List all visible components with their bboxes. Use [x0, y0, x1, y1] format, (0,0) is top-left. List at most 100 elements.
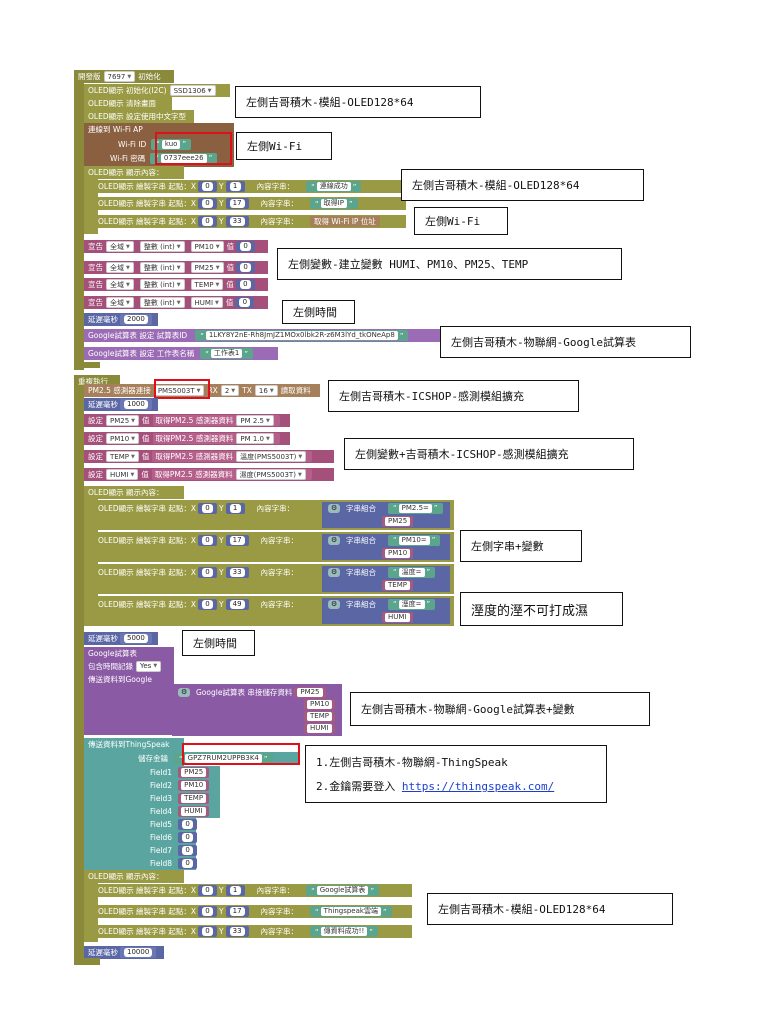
type-dropdown[interactable]: 整數 (int)▼: [139, 297, 185, 308]
set-humi[interactable]: 設定 HUMI▼ 值 取得PM2.5 感測器資料濕度(PMS5003T)▼: [84, 468, 334, 481]
gs-var-2[interactable]: PM10: [304, 699, 336, 710]
gs-join-gear-icon[interactable]: ⚙: [178, 688, 190, 697]
wifi-pw-value[interactable]: “0737eee26”: [150, 153, 218, 164]
wifi-ip-block[interactable]: 取得 Wi-Fi IP 位址: [310, 216, 380, 227]
y-value[interactable]: 17: [225, 198, 249, 209]
delay-value[interactable]: 1000: [120, 399, 152, 410]
oled-show-block-loop2[interactable]: OLED顯示 顯示內容：: [84, 870, 184, 942]
scope-dropdown[interactable]: 全域▼: [106, 279, 134, 290]
string-join-block[interactable]: ⚙字串組合 “溫度=” TEMP: [322, 566, 450, 592]
join-text[interactable]: “PM10=”: [388, 535, 441, 546]
y-value[interactable]: 17: [225, 535, 249, 546]
join-var[interactable]: HUMI: [382, 612, 413, 623]
draw-text[interactable]: “連線成功”: [306, 181, 362, 192]
pms-connect-block[interactable]: PM2.5 感測器連接 PMS5003T▼ RX 2▼ TX 16▼ 讀取資料: [84, 384, 320, 397]
rx-dropdown[interactable]: 2▼: [220, 385, 240, 396]
var-name[interactable]: HUMI▼: [190, 297, 223, 308]
oled-model-dropdown[interactable]: SSD1306▼: [169, 85, 216, 96]
y-value[interactable]: 17: [225, 906, 249, 917]
string-join-block[interactable]: ⚙字串組合 “溼度=” HUMI: [322, 598, 450, 624]
gs-var-4[interactable]: HUMI: [304, 723, 335, 734]
tx-dropdown[interactable]: 16▼: [254, 385, 278, 396]
gs-id-block[interactable]: Google試算表 設定 試算表ID “1LKY8Y2nE-Rh8JmJZ1MO…: [84, 329, 440, 342]
join-gear-icon[interactable]: ⚙: [328, 504, 340, 513]
scope-dropdown[interactable]: 全域▼: [106, 241, 134, 252]
loop-delay-1[interactable]: 延遲毫秒 1000: [84, 398, 158, 411]
join-text[interactable]: “溼度=”: [388, 599, 436, 610]
var-dropdown[interactable]: PM10▼: [106, 433, 140, 444]
scope-dropdown[interactable]: 全域▼: [106, 262, 134, 273]
ts-key-value[interactable]: “GPZ7RUM2UPPB3K4”: [174, 753, 273, 764]
gs-send-block[interactable]: Google試算表 包含時間記錄 Yes▼ 傳送資料到Google: [84, 647, 174, 735]
declare-temp[interactable]: 宣告 全域▼ 整數 (int)▼ TEMP▼ 值 0: [84, 278, 268, 291]
x-value[interactable]: 0: [198, 885, 218, 896]
wifi-id-value[interactable]: “kuo”: [151, 139, 192, 150]
var-dropdown[interactable]: HUMI▼: [106, 469, 139, 480]
join-gear-icon[interactable]: ⚙: [328, 600, 340, 609]
delay-value[interactable]: 2000: [120, 314, 152, 325]
x-value[interactable]: 0: [198, 503, 218, 514]
x-value[interactable]: 0: [198, 599, 218, 610]
x-value[interactable]: 0: [198, 926, 218, 937]
var-name[interactable]: PM10▼: [190, 241, 224, 252]
join-text[interactable]: “PM2.5=”: [388, 503, 443, 514]
x-value[interactable]: 0: [198, 181, 218, 192]
ts-field-num[interactable]: 0: [178, 832, 198, 843]
oled-init-block[interactable]: OLED顯示 初始化(I2C) SSD1306▼: [84, 84, 230, 97]
init-block-header[interactable]: 開發版 7697▼ 初始化: [74, 70, 174, 83]
y-value[interactable]: 1: [225, 885, 245, 896]
draw-text[interactable]: “取得IP”: [310, 198, 358, 209]
value[interactable]: 0: [235, 297, 255, 308]
y-value[interactable]: 33: [225, 567, 249, 578]
value[interactable]: 0: [236, 241, 256, 252]
gs-sheet-value[interactable]: “工作表1”: [200, 348, 253, 359]
join-gear-icon[interactable]: ⚙: [328, 568, 340, 577]
loop-delay-3[interactable]: 延遲毫秒 10000: [84, 946, 164, 959]
oled-font-block[interactable]: OLED顯示 設定使用中文字型: [84, 110, 194, 123]
type-dropdown[interactable]: 整數 (int)▼: [139, 241, 185, 252]
board-dropdown[interactable]: 7697▼: [103, 71, 136, 82]
sensor-value-block[interactable]: 取得PM2.5 感測器資料濕度(PMS5003T)▼: [151, 469, 312, 480]
type-dropdown[interactable]: 整數 (int)▼: [139, 279, 185, 290]
ts-field-num[interactable]: 0: [178, 845, 198, 856]
gs-id-value[interactable]: “1LKY8Y2nE-Rh8JmJZ1MOx0lbk2R-z6M3lYd_tkO…: [195, 330, 409, 341]
draw-text[interactable]: “傳資料成功!!”: [310, 926, 378, 937]
join-text[interactable]: “溫度=”: [388, 567, 436, 578]
gs-sheet-block[interactable]: Google試算表 設定 工作表名稱 “工作表1”: [84, 347, 278, 360]
delay-value[interactable]: 10000: [120, 947, 157, 958]
declare-humi[interactable]: 宣告 全域▼ 整數 (int)▼ HUMI▼ 值 0: [84, 296, 268, 309]
ts-field-var[interactable]: TEMP: [178, 793, 210, 804]
join-var[interactable]: PM10: [382, 548, 414, 559]
string-join-block[interactable]: ⚙字串組合 “PM2.5=” PM25: [322, 502, 450, 528]
y-value[interactable]: 1: [225, 181, 245, 192]
y-value[interactable]: 1: [225, 503, 245, 514]
x-value[interactable]: 0: [198, 906, 218, 917]
scope-dropdown[interactable]: 全域▼: [106, 297, 134, 308]
x-value[interactable]: 0: [198, 198, 218, 209]
ts-field-var[interactable]: PM25: [178, 767, 210, 778]
var-dropdown[interactable]: PM25▼: [106, 415, 140, 426]
x-value[interactable]: 0: [198, 216, 218, 227]
wifi-connect-block[interactable]: 連線到 Wi-Fi AP Wi-Fi ID “kuo” Wi-Fi 密碼 “07…: [84, 123, 234, 167]
join-var[interactable]: TEMP: [382, 580, 413, 591]
thingspeak-link[interactable]: https://thingspeak.com/: [401, 780, 555, 793]
y-value[interactable]: 33: [225, 216, 249, 227]
gs-join-block[interactable]: ⚙Google試算表 串接儲存資料 PM25 PM10 TEMP HUMI: [172, 684, 342, 736]
ts-field-var[interactable]: HUMI: [178, 806, 209, 817]
var-dropdown[interactable]: TEMP▼: [106, 451, 139, 462]
sensor-value-block[interactable]: 取得PM2.5 感測器資料溫度(PMS5003T)▼: [152, 451, 313, 462]
gs-var-1[interactable]: PM25: [294, 687, 326, 698]
y-value[interactable]: 49: [225, 599, 249, 610]
set-temp[interactable]: 設定 TEMP▼ 值 取得PM2.5 感測器資料溫度(PMS5003T)▼: [84, 450, 334, 463]
loop-delay-2[interactable]: 延遲毫秒 5000: [84, 632, 158, 645]
